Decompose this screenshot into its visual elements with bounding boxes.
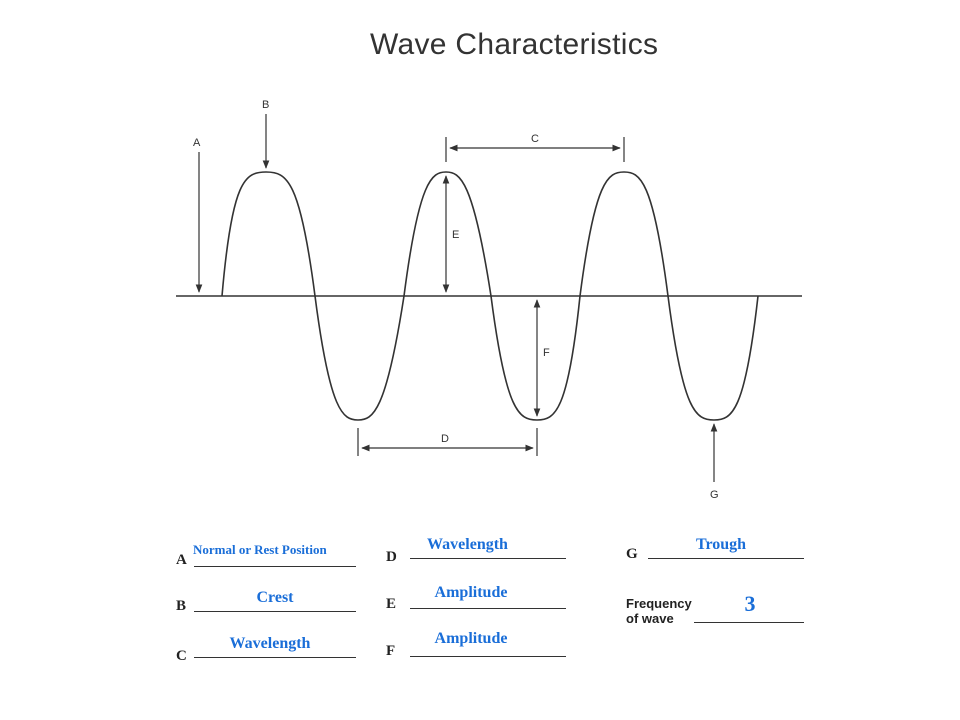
diagram-label-e: E	[452, 229, 459, 241]
diagram-label-b: B	[262, 99, 269, 111]
answer-c: Wavelength	[229, 635, 311, 652]
answer-a: Normal or Rest Position	[193, 542, 327, 557]
row-letter-f: F	[386, 643, 396, 659]
answer-line-d	[410, 558, 566, 559]
answer-line-f	[410, 656, 566, 657]
answer-line-b	[194, 611, 356, 612]
row-letter-c: C	[176, 648, 187, 664]
frequency-label-line1: Frequency	[626, 596, 692, 611]
diagram-label-f: F	[543, 347, 550, 359]
frequency-label: Frequency of wave	[626, 596, 692, 626]
row-letter-e: E	[386, 596, 397, 612]
diagram-label-d: D	[441, 433, 449, 445]
answer-f: Amplitude	[434, 630, 508, 647]
answer-line-a	[194, 566, 356, 567]
answer-line-g	[648, 558, 804, 559]
answer-g: Trough	[695, 536, 747, 553]
page-title: Wave Characteristics	[370, 28, 659, 61]
diagram-label-g: G	[710, 489, 719, 501]
answer-b: Crest	[256, 589, 294, 606]
answer-line-e	[410, 608, 566, 609]
row-letter-g: G	[626, 546, 638, 562]
diagram-label-a: A	[193, 137, 201, 149]
diagram-label-c: C	[531, 133, 539, 145]
row-letter-b: B	[176, 598, 187, 614]
answer-line-c	[194, 657, 356, 658]
answer-e: Amplitude	[434, 584, 508, 601]
row-letter-a: A	[176, 552, 187, 568]
answer-frequency: 3	[744, 591, 756, 616]
wave-curve	[221, 171, 759, 421]
answer-line-frequency	[694, 622, 804, 623]
answer-d: Wavelength	[427, 536, 508, 553]
row-letter-d: D	[386, 549, 397, 565]
frequency-label-line2: of wave	[626, 611, 674, 626]
